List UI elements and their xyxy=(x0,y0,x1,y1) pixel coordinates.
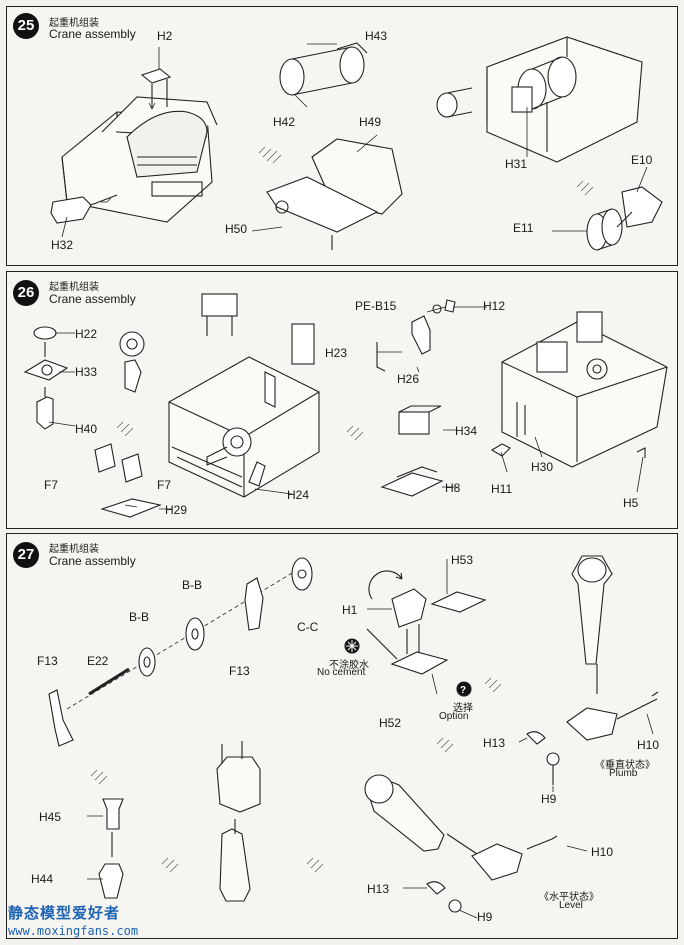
step-number: 27 xyxy=(13,542,39,568)
step-26-drawing xyxy=(23,293,668,518)
label-b-b-lower: B-B xyxy=(129,610,150,624)
option-note-en: Option xyxy=(439,711,469,722)
step-27-panel: 27 起重机组装 Crane assembly xyxy=(6,533,678,939)
label-h30: H30 xyxy=(531,460,554,474)
label-h10-plumb: H10 xyxy=(637,738,660,752)
level-note-en: Level xyxy=(559,900,583,911)
svg-text:?: ? xyxy=(460,685,466,696)
label-h32: H32 xyxy=(51,238,74,252)
label-h13-plumb: H13 xyxy=(483,736,506,750)
label-h24: H24 xyxy=(287,488,310,502)
label-e10: E10 xyxy=(631,153,653,167)
label-f7-right: F7 xyxy=(157,478,172,492)
label-h44: H44 xyxy=(31,872,54,886)
label-h53: H53 xyxy=(451,553,474,567)
watermark-cn: 静态模型爱好者 xyxy=(8,904,121,922)
label-f7-left: F7 xyxy=(44,478,59,492)
step-number: 26 xyxy=(13,280,39,306)
label-h2: H2 xyxy=(157,29,173,43)
label-h22: H22 xyxy=(75,327,98,341)
level-note-cn: 《水平状态》 xyxy=(539,892,599,903)
label-h50: H50 xyxy=(225,222,248,236)
step-title-cn: 起重机组装 xyxy=(49,18,99,29)
label-h9-plumb: H9 xyxy=(541,792,557,806)
step-title-en: Crane assembly xyxy=(49,27,136,41)
plumb-note-en: Plumb xyxy=(609,768,638,779)
label-h5: H5 xyxy=(623,496,639,510)
label-h8: H8 xyxy=(445,481,461,495)
label-h26: H26 xyxy=(397,372,420,386)
label-b-b-upper: B-B xyxy=(182,578,203,592)
option-note-cn: 选择 xyxy=(453,703,473,714)
step-title-en: Crane assembly xyxy=(49,554,136,568)
label-h10-level: H10 xyxy=(591,845,614,859)
step-25-panel: 25 起重机组装 Crane assembly xyxy=(6,6,678,266)
label-h52: H52 xyxy=(379,716,402,730)
label-h23: H23 xyxy=(325,346,348,360)
label-h40: H40 xyxy=(75,422,98,436)
plumb-note-cn: 《垂直状态》 xyxy=(595,760,655,771)
label-e22: E22 xyxy=(87,654,109,668)
step-25-drawing xyxy=(50,36,663,251)
label-h9-level: H9 xyxy=(477,910,493,924)
no-cement-note-en: No cement xyxy=(317,667,366,678)
label-f13-right: F13 xyxy=(229,664,250,678)
label-h33: H33 xyxy=(75,365,98,379)
watermark-url: www.moxingfans.com xyxy=(8,924,139,938)
step-26-panel: 26 起重机组装 Crane assembly xyxy=(6,271,678,529)
label-c-c: C-C xyxy=(297,620,319,634)
label-f13-left: F13 xyxy=(37,654,58,668)
step-number: 25 xyxy=(13,13,39,39)
label-h43: H43 xyxy=(365,29,388,43)
label-h42: H42 xyxy=(273,115,296,129)
label-h1: H1 xyxy=(342,603,358,617)
label-h49: H49 xyxy=(359,115,382,129)
label-e11: E11 xyxy=(513,221,534,235)
step-title-en: Crane assembly xyxy=(49,292,136,306)
no-cement-note-cn: 不涂胶水 xyxy=(329,660,369,671)
label-h45: H45 xyxy=(39,810,62,824)
label-h29: H29 xyxy=(165,503,188,517)
step-27-drawing: ? xyxy=(48,555,659,919)
label-h31: H31 xyxy=(505,157,528,171)
step-title-cn: 起重机组装 xyxy=(49,282,99,293)
label-pe-b15: PE-B15 xyxy=(355,299,397,313)
step-title-cn: 起重机组装 xyxy=(49,544,99,555)
label-h12: H12 xyxy=(483,299,506,313)
label-h13-level: H13 xyxy=(367,882,390,896)
label-h11: H11 xyxy=(491,482,513,496)
label-h34: H34 xyxy=(455,424,478,438)
